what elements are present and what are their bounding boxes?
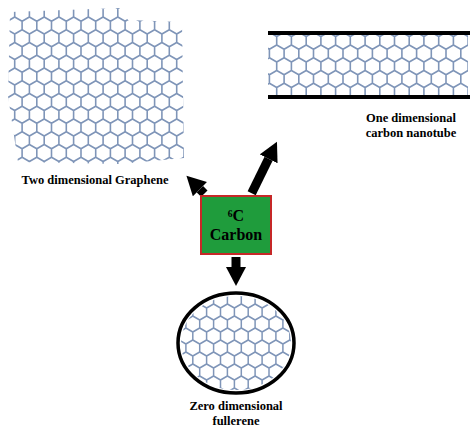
graphene-node: Two dimensional Graphene [5, 5, 185, 187]
arrow-connector [252, 159, 269, 193]
caption-label: Zero dimensional fullerene [176, 399, 296, 428]
arrow-connector [200, 189, 204, 193]
nanotube-node: One dimensional carbon nanotube [265, 28, 470, 140]
arrow-connector [232, 257, 241, 267]
fullerene-ball [165, 280, 338, 428]
element-box: ⁶CCarbon [200, 195, 272, 255]
fullerene-node: Zero dimensional fullerene [166, 288, 306, 428]
caption-label: One dimensional carbon nanotube [352, 111, 470, 140]
element-label: Carbon [210, 225, 262, 244]
carbon-nanotube [255, 20, 474, 126]
graphene-sheet [0, 0, 221, 200]
element-label: ⁶C [228, 206, 244, 225]
caption-label: Two dimensional Graphene [6, 173, 184, 187]
